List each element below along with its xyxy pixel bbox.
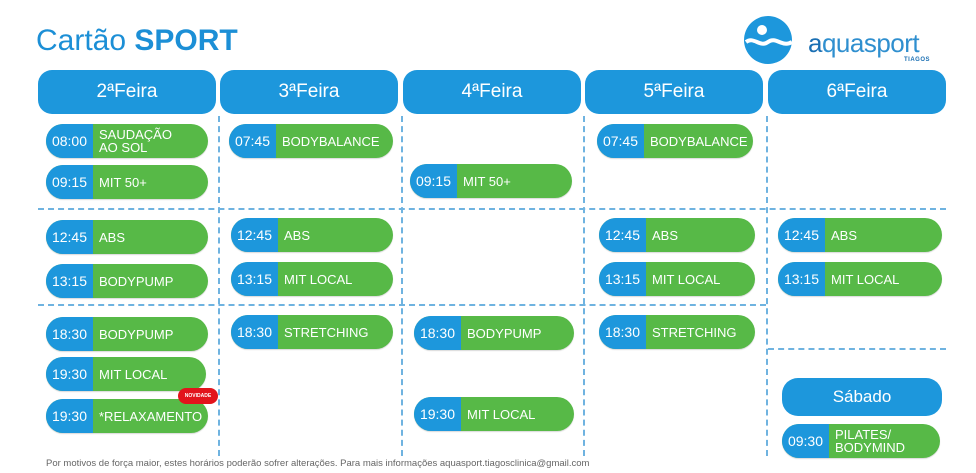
class-time: 13:15	[599, 262, 646, 296]
class-slot[interactable]: 09:15 MIT 50+	[410, 164, 572, 198]
class-time: 12:45	[599, 218, 646, 252]
day-header-monday: 2ªFeira	[38, 70, 216, 114]
class-slot[interactable]: 09:30 PILATES/ BODYMIND	[782, 424, 940, 458]
class-slot[interactable]: 18:30 BODYPUMP	[46, 317, 208, 351]
class-time: 19:30	[46, 399, 93, 433]
day-header-tuesday: 3ªFeira	[220, 70, 398, 114]
class-time: 09:30	[782, 424, 829, 458]
class-name: MIT LOCAL	[831, 271, 900, 287]
class-time: 18:30	[46, 317, 93, 351]
class-name: BODYPUMP	[99, 326, 174, 342]
page-title: Cartão SPORT	[36, 24, 238, 57]
row-divider	[768, 348, 946, 350]
class-time: 18:30	[414, 316, 461, 350]
class-name: MIT 50+	[99, 174, 147, 190]
class-name: ABS	[99, 229, 126, 245]
day-header-wednesday: 4ªFeira	[403, 70, 581, 114]
class-slot[interactable]: 12:45 ABS	[231, 218, 393, 252]
class-name: MIT LOCAL	[99, 366, 168, 382]
column-divider	[218, 116, 220, 456]
class-slot[interactable]: 12:45 ABS	[46, 220, 208, 254]
class-slot[interactable]: 07:45 BODYBALANCE	[229, 124, 393, 158]
column-divider	[401, 116, 403, 456]
class-slot[interactable]: 12:45 ABS	[778, 218, 942, 252]
aquasport-wave-icon	[744, 16, 794, 64]
class-time: 09:15	[46, 165, 93, 199]
class-time: 12:45	[46, 220, 93, 254]
class-slot[interactable]: 18:30 BODYPUMP	[414, 316, 574, 350]
class-time: 07:45	[597, 124, 644, 158]
class-time: 19:30	[46, 357, 93, 391]
row-divider	[38, 208, 946, 210]
day-header-thursday: 5ªFeira	[585, 70, 763, 114]
class-name: BODYBALANCE	[650, 133, 748, 149]
class-name: BODYPUMP	[467, 325, 542, 341]
class-name: MIT LOCAL	[284, 271, 353, 287]
class-time: 13:15	[778, 262, 825, 296]
class-name: PILATES/ BODYMIND	[835, 427, 906, 455]
class-name: MIT LOCAL	[467, 406, 536, 422]
day-header-saturday: Sábado	[782, 378, 942, 416]
class-time: 09:15	[410, 164, 457, 198]
class-slot[interactable]: 13:15 MIT LOCAL	[231, 262, 393, 296]
class-name: STRETCHING	[284, 324, 369, 340]
class-slot[interactable]: 13:15 BODYPUMP	[46, 264, 208, 298]
class-time: 12:45	[778, 218, 825, 252]
class-time: 07:45	[229, 124, 276, 158]
column-divider	[583, 116, 585, 456]
day-header-friday: 6ªFeira	[768, 70, 946, 114]
class-name: SAUDAÇÃO AO SOL	[99, 127, 172, 155]
class-slot[interactable]: 12:45 ABS	[599, 218, 755, 252]
brand-subtitle: TIAGOS	[904, 57, 931, 63]
class-slot[interactable]: 19:30 MIT LOCAL	[414, 397, 574, 431]
class-time: 19:30	[414, 397, 461, 431]
class-time: 13:15	[46, 264, 93, 298]
class-slot[interactable]: 18:30 STRETCHING	[231, 315, 393, 349]
class-name: ABS	[284, 227, 311, 243]
class-slot[interactable]: 18:30 STRETCHING	[599, 315, 755, 349]
new-badge: NOVIDADE	[178, 388, 218, 404]
class-slot[interactable]: 08:00 SAUDAÇÃO AO SOL	[46, 124, 208, 158]
column-divider	[766, 116, 768, 456]
class-time: 08:00	[46, 124, 93, 158]
footer-note: Por motivos de força maior, estes horári…	[46, 458, 590, 469]
class-slot[interactable]: 07:45 BODYBALANCE	[597, 124, 753, 158]
row-divider	[38, 304, 766, 306]
class-slot[interactable]: 09:15 MIT 50+	[46, 165, 208, 199]
brand-name: aquasport	[808, 28, 920, 58]
class-slot[interactable]: 19:30 MIT LOCAL	[46, 357, 206, 391]
class-name: BODYBALANCE	[282, 133, 380, 149]
class-slot[interactable]: 13:15 MIT LOCAL	[778, 262, 942, 296]
class-time: 18:30	[231, 315, 278, 349]
class-slot[interactable]: 19:30 *RELAXAMENTO	[46, 399, 208, 433]
class-name: BODYPUMP	[99, 273, 174, 289]
class-slot[interactable]: 13:15 MIT LOCAL	[599, 262, 755, 296]
class-time: 18:30	[599, 315, 646, 349]
class-name: ABS	[831, 227, 858, 243]
class-time: 13:15	[231, 262, 278, 296]
class-name: STRETCHING	[652, 324, 737, 340]
class-time: 12:45	[231, 218, 278, 252]
class-name: MIT 50+	[463, 173, 511, 189]
class-name: ABS	[652, 227, 679, 243]
class-name: MIT LOCAL	[652, 271, 721, 287]
class-name: *RELAXAMENTO	[99, 408, 203, 424]
